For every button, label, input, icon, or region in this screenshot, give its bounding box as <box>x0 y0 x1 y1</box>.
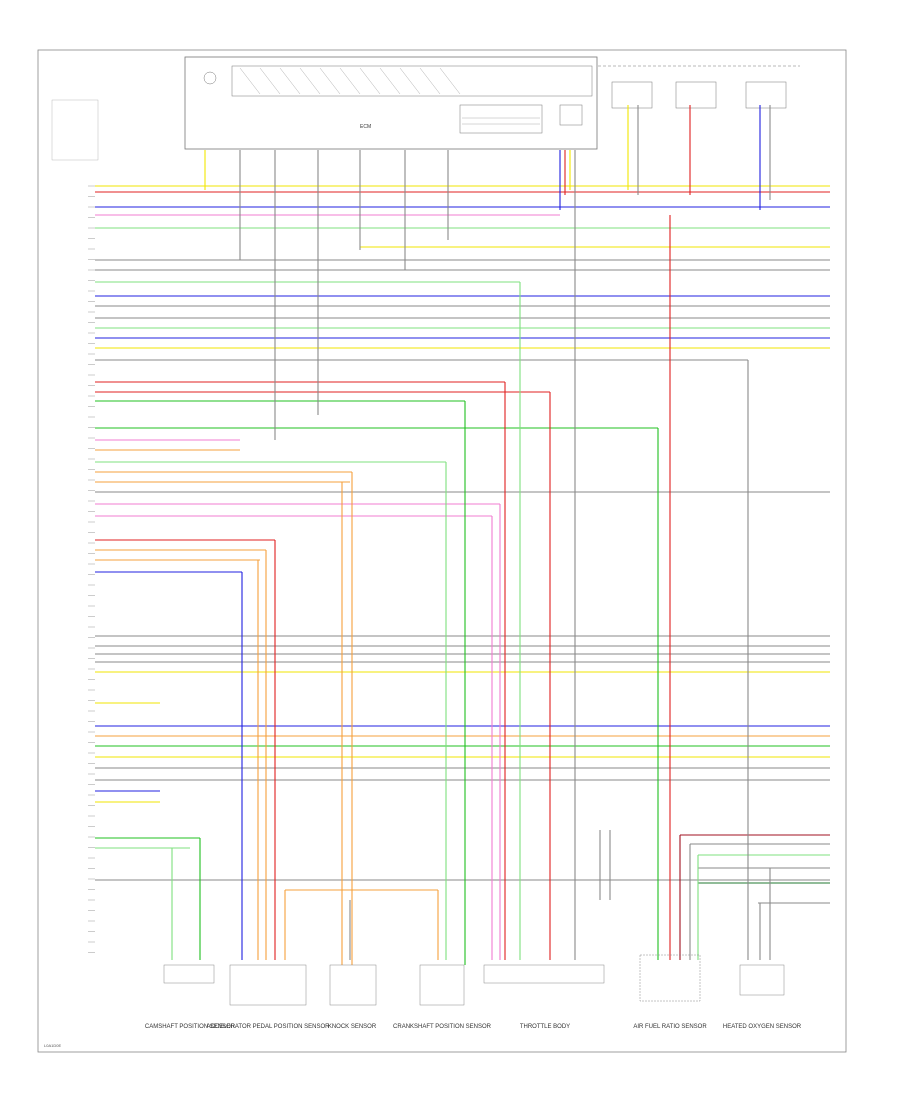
vertical-wires <box>171 105 771 965</box>
caption-camshaft-position-sensor: CAMSHAFT POSITION SENSOR <box>145 1024 236 1030</box>
bottom-connectors <box>163 954 785 1006</box>
caption-crankshaft-position-sensor: CRANKSHAFT POSITION SENSOR <box>393 1024 492 1030</box>
left-note-box <box>51 99 99 161</box>
diagram-border <box>37 49 847 1053</box>
relay-box-right <box>598 65 800 109</box>
caption-throttle-body: THROTTLE BODY <box>520 1024 570 1030</box>
page-code: L0A1D0E <box>44 1043 61 1048</box>
caption-knock-sensor: KNOCK SENSOR <box>328 1024 377 1030</box>
ecm-label: ECM <box>360 124 371 130</box>
caption-air-fuel-ratio-sensor: AIR FUEL RATIO SENSOR <box>633 1024 707 1030</box>
caption-heated-oxygen-sensor: HEATED OXYGEN SENSOR <box>723 1024 802 1030</box>
ecm-box: ECM <box>184 56 598 150</box>
pin-labels <box>88 185 95 953</box>
horizontal-wires <box>95 185 830 904</box>
component-captions: CAMSHAFT POSITION SENSOR ACCELERATOR PED… <box>145 1024 802 1030</box>
caption-accelerator-pedal-position-sensor: ACCELERATOR PEDAL POSITION SENSOR <box>207 1024 331 1030</box>
